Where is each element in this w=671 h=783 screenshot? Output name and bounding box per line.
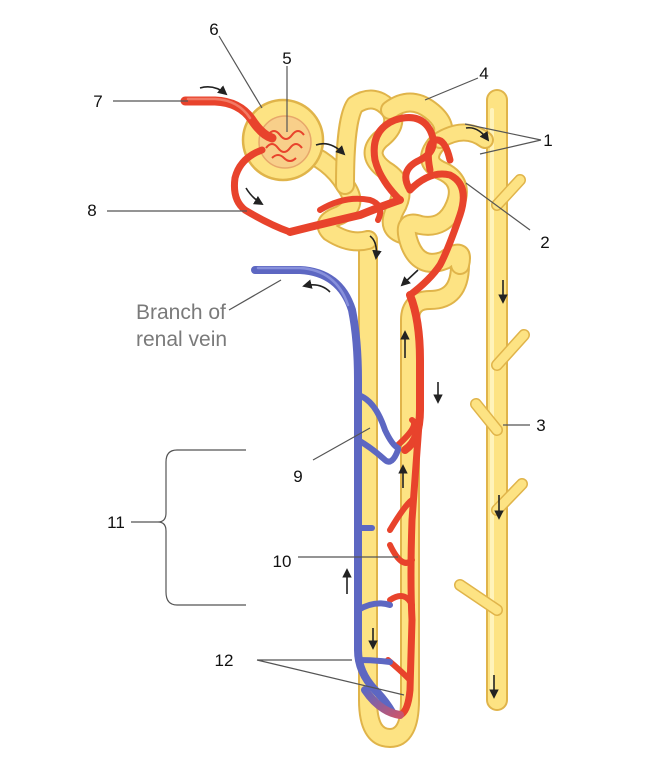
label-12: 12 <box>215 651 234 670</box>
label-9: 9 <box>293 467 302 486</box>
leader-lines <box>107 35 542 696</box>
label-8: 8 <box>87 201 96 220</box>
label-4: 4 <box>479 64 488 83</box>
branch-label-line2: renal vein <box>136 328 227 351</box>
branch-label-line1: Branch of <box>136 301 226 324</box>
label-7: 7 <box>93 92 102 111</box>
label-6: 6 <box>209 20 218 39</box>
glomerular-capsule <box>241 98 325 182</box>
diagram-labels: 6 5 7 8 4 1 2 3 9 10 11 12 Branch of ren… <box>87 20 552 670</box>
label-11: 11 <box>107 513 125 532</box>
label-3: 3 <box>536 416 545 435</box>
label-10: 10 <box>273 552 292 571</box>
arterial-vessels <box>180 96 467 719</box>
label-2: 2 <box>540 233 549 252</box>
label-1: 1 <box>543 131 552 150</box>
venous-vessels <box>251 266 404 719</box>
label-5: 5 <box>282 49 291 68</box>
flow-arrows <box>199 85 508 699</box>
collecting-duct <box>454 89 530 711</box>
